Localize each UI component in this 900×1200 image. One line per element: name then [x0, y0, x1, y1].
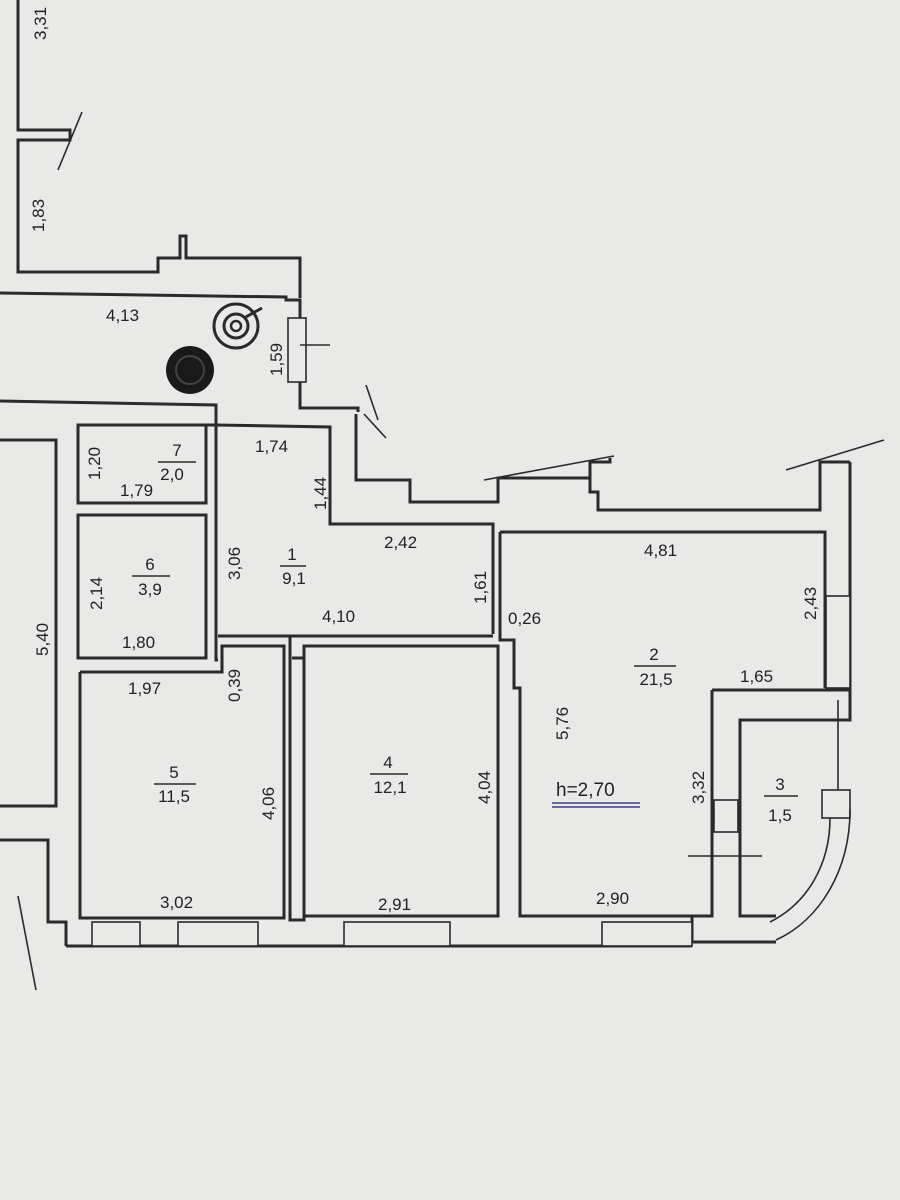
hall-step-wall: [354, 414, 612, 504]
room-6-wall: [76, 513, 208, 660]
window-living-right: [825, 595, 851, 689]
door-mark-balcony: [483, 455, 615, 481]
room-5-wall: [78, 644, 286, 920]
corridor-bottom-wall: [0, 399, 218, 425]
boiler-icon: [166, 346, 214, 394]
room-2-number: 2: [649, 645, 658, 664]
dim-hall-right-vertical: 1,61: [471, 571, 490, 604]
dim-room5-gap: 0,39: [225, 669, 244, 702]
dim-living-top: 4,81: [644, 541, 677, 560]
dim-room6-bottom: 1,80: [122, 633, 155, 652]
window-room-5a: [91, 921, 141, 947]
room-4-area: 12,1: [373, 778, 406, 797]
dim-room5-right-vertical: 4,06: [259, 787, 278, 820]
door-mark-hall: [365, 384, 379, 421]
hall-left-wall: [206, 423, 218, 662]
dim-hall-bottom: 4,10: [322, 607, 355, 626]
left-outer-wall: [0, 438, 58, 808]
door-mark-corridor: [363, 413, 387, 439]
dim-corridor-vertical: 1,59: [267, 343, 286, 376]
appliances: [166, 302, 263, 394]
bay-wall-top: [588, 460, 850, 512]
bay-curve-inner: [769, 817, 831, 923]
dim-room7-bottom: 1,79: [120, 481, 153, 500]
window-room-4: [343, 921, 451, 947]
room-7-wall: [76, 423, 208, 505]
room-4-number: 4: [383, 753, 392, 772]
room-6-area: 3,9: [138, 580, 162, 599]
corridor-top-wall: [0, 291, 360, 412]
room-2-area: 21,5: [639, 670, 672, 689]
dim-room6-vertical: 2,14: [87, 577, 106, 610]
dim-top-left-vertical: 3,31: [31, 7, 50, 40]
gas-meter-icon: [212, 302, 263, 350]
dim-hall-top: 1,74: [255, 437, 288, 456]
room-1-area: 9,1: [282, 569, 306, 588]
dim-wall-gap: 0,26: [508, 609, 541, 628]
upper-left-block: [16, 0, 302, 298]
hall-outline: [215, 423, 495, 634]
window-corridor: [287, 317, 307, 383]
room-labels: 1 9,1 2 21,5 3 1,5 4 12,1 5 11,5 6 3,9 7…: [132, 441, 798, 825]
room-7-number: 7: [172, 441, 181, 460]
door-mark-top: [57, 111, 83, 171]
dim-corridor-left-vertical: 1,83: [29, 199, 48, 232]
room-5-area: 11,5: [158, 787, 190, 806]
living-room-wall: [498, 532, 776, 944]
walls: [0, 0, 852, 948]
bay-left-wall: [692, 690, 714, 918]
room-4-inner: [302, 644, 500, 918]
room-4-wall: [288, 636, 306, 922]
dim-living-step: 1,65: [740, 667, 773, 686]
dim-hall-vertical-right: 1,44: [311, 477, 330, 510]
dim-living-left-vertical: 5,76: [553, 707, 572, 740]
door-mark-left: [17, 895, 37, 991]
room-3-number: 3: [775, 775, 784, 794]
dim-left-corridor-vertical: 5,40: [33, 623, 52, 656]
bay-curve-outer: [775, 809, 851, 941]
dim-room5-bottom: 3,02: [160, 893, 193, 912]
window-bay-left: [713, 799, 739, 833]
window-room-5b: [177, 921, 259, 947]
room-5-number: 5: [169, 763, 178, 782]
dim-room4-bottom: 2,91: [378, 895, 411, 914]
dim-room7-vertical: 1,20: [85, 447, 104, 480]
door-mark-right: [785, 439, 885, 471]
room-7-area: 2,0: [160, 465, 184, 484]
window-living: [601, 921, 693, 947]
dim-corridor-width: 4,13: [106, 306, 139, 325]
dim-bay-vertical: 3,32: [689, 771, 708, 804]
dim-living-right-vertical: 2,43: [801, 587, 820, 620]
dim-room5-top: 1,97: [128, 679, 161, 698]
door-marks: [17, 111, 885, 991]
living-top-wall: [500, 530, 827, 688]
dim-room4-right-vertical: 4,04: [475, 771, 494, 804]
ceiling-height-text: h=2,70: [556, 780, 615, 801]
room-1-number: 1: [287, 545, 296, 564]
bay-inner-wall: [712, 688, 852, 918]
room-6-number: 6: [145, 555, 154, 574]
windows: [91, 317, 851, 947]
dim-hall-step: 2,42: [384, 533, 417, 552]
dimension-labels: 4,13 1,74 2,42 4,10 0,26 4,81 1,65 2,90 …: [29, 7, 820, 914]
dim-living-bottom: 2,90: [596, 889, 629, 908]
dim-hall-left-vertical: 3,06: [225, 547, 244, 580]
window-bay-block: [821, 789, 851, 819]
left-lower-wall: [0, 838, 68, 946]
room-3-area: 1,5: [768, 806, 792, 825]
ceiling-height-label: h=2,70: [552, 780, 640, 808]
